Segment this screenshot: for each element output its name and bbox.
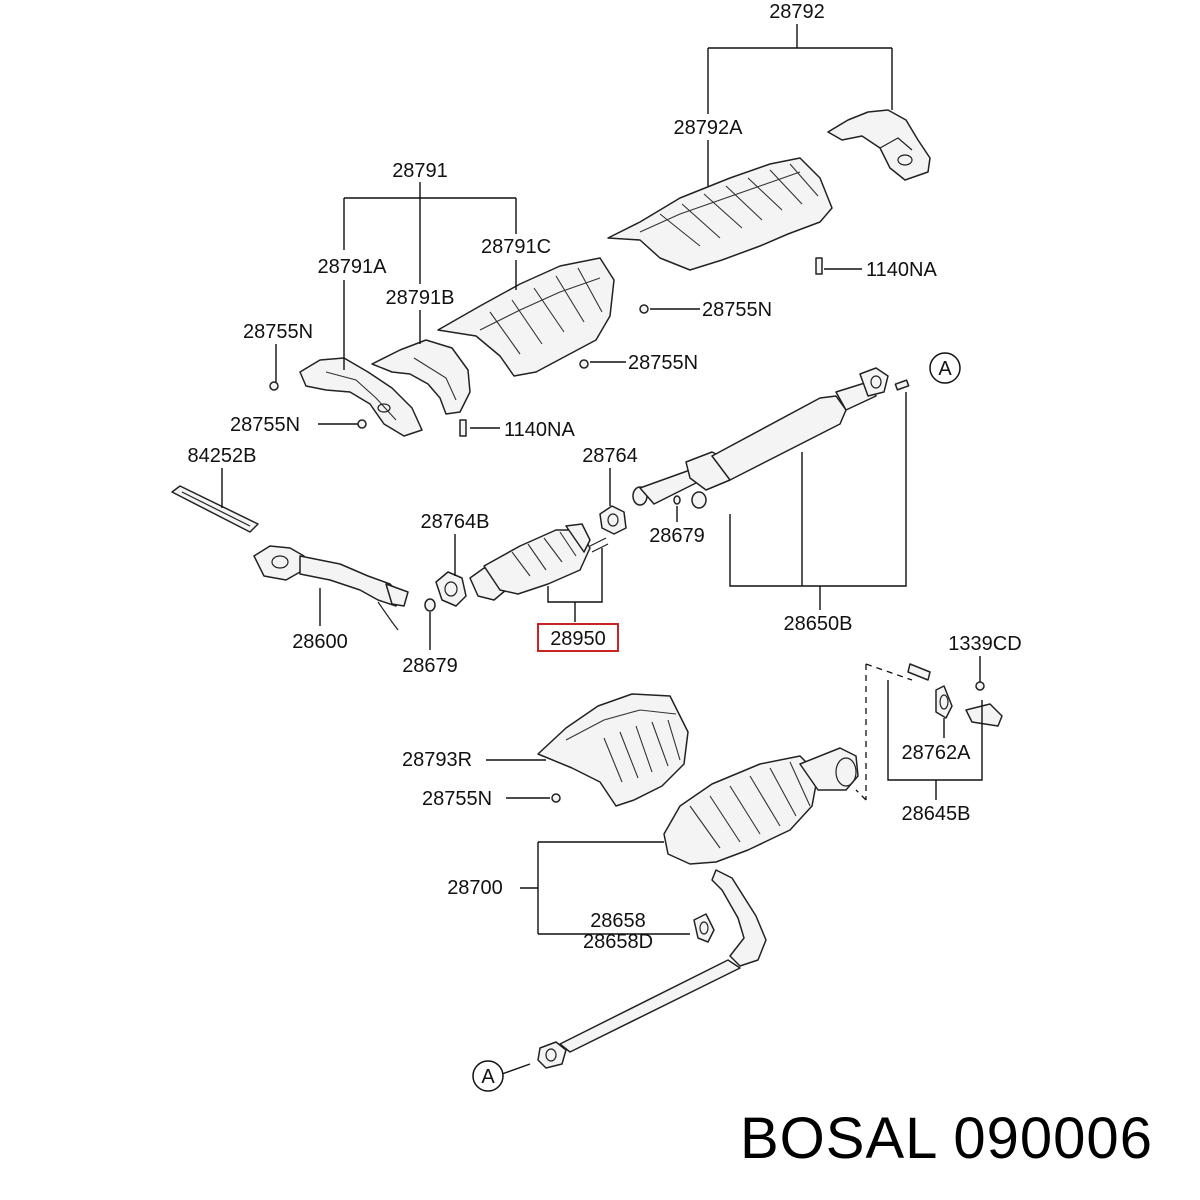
label-28755N-upper-left: 28755N <box>243 321 313 343</box>
label-28791B: 28791B <box>386 287 455 309</box>
label-84252B: 84252B <box>188 445 257 467</box>
label-28755N-upper-right: 28755N <box>702 299 772 321</box>
highlight-box-28950 <box>537 623 619 652</box>
fasteners-drawing <box>269 257 823 803</box>
label-28792: 28792 <box>769 1 825 23</box>
label-28700: 28700 <box>447 877 503 899</box>
label-28792A: 28792A <box>674 117 744 139</box>
label-28762A: 28762A <box>902 742 972 764</box>
svg-text:A: A <box>481 1066 495 1088</box>
label-28755N-left: 28755N <box>230 414 300 436</box>
heat-shield-28791B-drawing <box>371 339 471 415</box>
svg-text:A: A <box>938 358 952 380</box>
part-number: 090006 <box>953 1106 1153 1171</box>
label-28791C: 28791C <box>481 236 551 258</box>
label-28679-upper: 28679 <box>649 525 705 547</box>
label-28764B: 28764B <box>421 511 490 533</box>
label-28650B: 28650B <box>784 613 853 635</box>
label-28645B: 28645B <box>902 803 971 825</box>
catalytic-converter-28950-drawing <box>469 523 609 601</box>
hanger-bracket-28645B-drawing <box>907 663 1003 727</box>
center-pipe-28650B-drawing <box>632 367 910 509</box>
heat-shield-28791A-drawing <box>299 357 423 437</box>
brand-part-number: BOSAL 090006 <box>740 1105 1190 1185</box>
label-28791: 28791 <box>392 160 448 182</box>
label-28755N-middle: 28755N <box>628 352 698 374</box>
heat-shield-bracket-28792-drawing <box>827 109 931 181</box>
gasket-28764B-drawing <box>435 571 467 607</box>
heat-shield-28793R-drawing <box>537 693 689 807</box>
brand-name: BOSAL <box>740 1106 937 1171</box>
gasket-28764-drawing <box>599 505 627 535</box>
label-28793R: 28793R <box>402 749 472 771</box>
label-28658D: 28658D <box>583 931 653 953</box>
label-28791A: 28791A <box>318 256 388 278</box>
label-1140NA-left: 1140NA <box>504 419 575 441</box>
label-28755N-lower: 28755N <box>422 788 492 810</box>
heat-shield-28792A-drawing <box>607 157 833 271</box>
nut-28679-lower-drawing <box>424 598 436 612</box>
heat-shield-28791C-drawing <box>437 257 615 377</box>
reference-A-top: A <box>929 352 961 384</box>
label-1339CD: 1339CD <box>948 633 1021 655</box>
rear-muffler-28700-drawing <box>537 747 859 1069</box>
label-28658: 28658 <box>590 910 646 932</box>
label-28679-lower: 28679 <box>402 655 458 677</box>
part-labels: 28792 28792A 28791 28791A 28791B 28791C … <box>188 1 1022 953</box>
leader-lines <box>221 24 983 1075</box>
label-1140NA-right: 1140NA <box>866 259 937 281</box>
strip-84252B-drawing <box>171 485 259 533</box>
label-28764: 28764 <box>582 445 638 467</box>
reference-A-bottom: A <box>472 1060 504 1092</box>
label-28950: 28950 <box>550 628 606 650</box>
hanger-28658-drawing <box>693 913 715 943</box>
front-pipe-28600-drawing <box>253 545 409 631</box>
label-28600: 28600 <box>292 631 348 653</box>
